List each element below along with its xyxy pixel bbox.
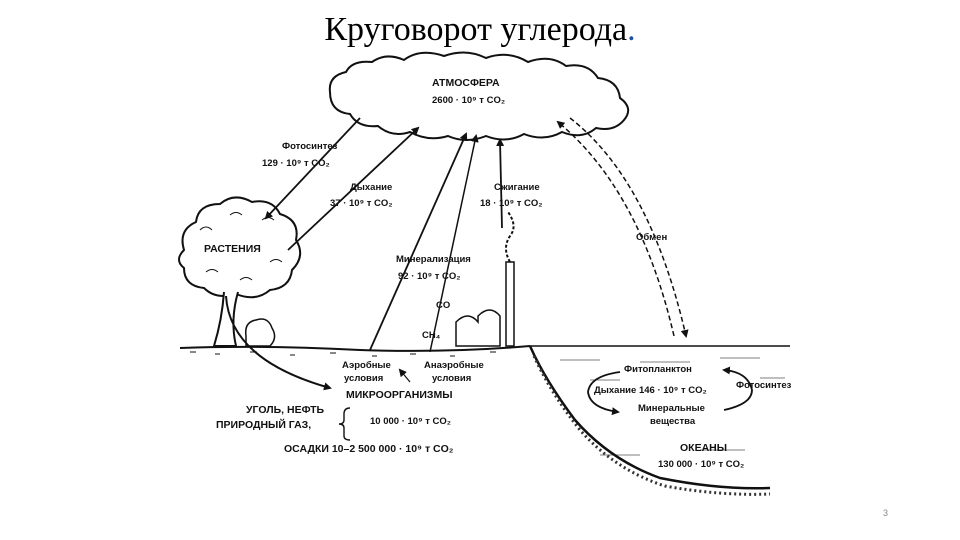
label-combustion: Сжигание xyxy=(494,182,540,193)
label-photosynthesis-amount: 129 · 10⁹ т CO₂ xyxy=(262,158,330,169)
tree-crown xyxy=(178,196,302,299)
label-aerobic-2: условия xyxy=(344,373,383,384)
label-photosynthesis: Фотосинтез xyxy=(282,141,338,152)
label-coal-1: УГОЛЬ, НЕФТЬ xyxy=(246,404,325,416)
arrow-respiration xyxy=(287,126,420,251)
label-microorganisms: МИКРООРГАНИЗМЫ xyxy=(346,389,453,401)
label-co: CO xyxy=(436,300,450,311)
label-mineralization-amount: 92 · 10⁹ т CO₂ xyxy=(398,271,461,282)
label-plants: РАСТЕНИЯ xyxy=(204,243,261,255)
label-phytoplankton: Фитопланктон xyxy=(624,364,692,375)
factory-chimney xyxy=(505,261,515,347)
ground-texture xyxy=(190,351,496,357)
label-coal-2: ПРИРОДНЫЙ ГАЗ, xyxy=(216,418,311,431)
label-mineralization: Минерализация xyxy=(396,254,471,265)
slide-title: Круговорот углерода. xyxy=(0,8,960,52)
bush xyxy=(244,318,276,347)
arrow-exchange-up xyxy=(556,120,675,337)
coal-bracket xyxy=(338,407,351,441)
label-minerals-1: Минеральные xyxy=(638,403,705,414)
label-anaerobic-2: условия xyxy=(432,373,471,384)
arrow-mineralization-aerobic xyxy=(369,132,468,351)
sea-floor-sediment xyxy=(532,355,771,496)
slide-title-dot: . xyxy=(627,11,636,48)
arrow-combustion xyxy=(496,138,505,229)
label-ocean-respiration: Дыхание 146 · 10⁹ т CO₂ xyxy=(594,385,707,396)
label-oceans: ОКЕАНЫ xyxy=(680,442,727,454)
sea-lines xyxy=(560,357,785,456)
label-ocean-photosynthesis: Фотосинтез xyxy=(736,380,792,391)
factory-smoke xyxy=(505,211,515,263)
label-respiration-amount: 37 · 10⁹ т CO₂ xyxy=(330,198,393,209)
label-respiration: Дыхание xyxy=(350,182,392,193)
label-coal-amount: 10 000 · 10⁹ т CO₂ xyxy=(370,416,451,427)
sea-floor xyxy=(528,345,771,490)
arrow-ocean-respiration xyxy=(587,371,621,416)
label-oceans-amount: 130 000 · 10⁹ т CO₂ xyxy=(658,459,744,470)
arrow-exchange-down xyxy=(569,117,689,338)
tree-trunk xyxy=(212,291,239,347)
arrow-soil-small xyxy=(398,368,411,383)
label-atmosphere: АТМОСФЕРА xyxy=(432,77,500,89)
label-anaerobic-1: Анаэробные xyxy=(424,360,484,371)
label-aerobic-1: Аэробные xyxy=(342,360,391,371)
label-sediments: ОСАДКИ 10–2 500 000 · 10⁹ т CO₂ xyxy=(284,443,454,455)
arrow-mineralization-anaerobic xyxy=(429,134,479,353)
page-number: 3 xyxy=(882,508,888,518)
slide-title-text: Круговорот углерода xyxy=(324,11,628,48)
label-minerals-2: вещества xyxy=(650,416,696,427)
arrow-photosynthesis xyxy=(264,117,361,220)
label-exchange: Обмен xyxy=(636,232,667,243)
label-atmosphere-amount: 2600 · 10⁹ т CO₂ xyxy=(432,95,505,106)
label-combustion-amount: 18 · 10⁹ т CO₂ xyxy=(480,198,543,209)
label-ch4: CH₄ xyxy=(422,330,441,341)
factory-building xyxy=(455,309,501,347)
arrow-plants-to-soil xyxy=(225,295,332,391)
arrow-ocean-photosynthesis xyxy=(722,366,753,411)
